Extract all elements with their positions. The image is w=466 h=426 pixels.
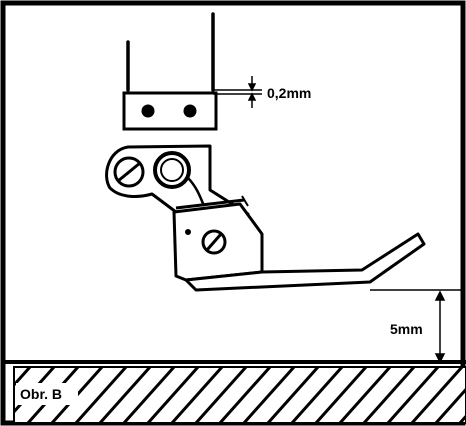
- presser-bar: [126, 12, 215, 92]
- hatch-line: [434, 387, 466, 423]
- screw-icon: [113, 156, 145, 188]
- presser-foot: [172, 202, 426, 292]
- hatch-line: [170, 367, 224, 423]
- figure-caption: Obr. B: [20, 386, 62, 402]
- spring-wire: [187, 177, 206, 207]
- hatch-line: [266, 367, 320, 423]
- hatch-line: [218, 367, 272, 423]
- needle-hole-icon: [153, 151, 191, 189]
- hatch-line: [14, 367, 32, 388]
- hatch-line: [242, 367, 296, 423]
- foot-screw-icon: [185, 229, 227, 255]
- hatch-line: [74, 367, 128, 423]
- clamp-block: [122, 91, 218, 131]
- height-dimension: [370, 289, 462, 364]
- hatch-line: [122, 367, 176, 423]
- height-label: 5mm: [390, 321, 423, 337]
- caption-box: [16, 383, 78, 405]
- hatch-line: [290, 367, 344, 423]
- hatch-line: [386, 367, 440, 423]
- table-surface: [3, 360, 466, 424]
- gap-dimension: [213, 76, 262, 108]
- hatch-line: [410, 367, 464, 423]
- hatch-line: [338, 367, 392, 423]
- hatch-line: [146, 367, 200, 423]
- hatch-line: [98, 367, 152, 423]
- hatch-line: [194, 367, 248, 423]
- gap-label: 0,2mm: [267, 85, 311, 101]
- hatch-line: [362, 367, 416, 423]
- hatch-line: [314, 367, 368, 423]
- foot-hinge: [241, 195, 249, 207]
